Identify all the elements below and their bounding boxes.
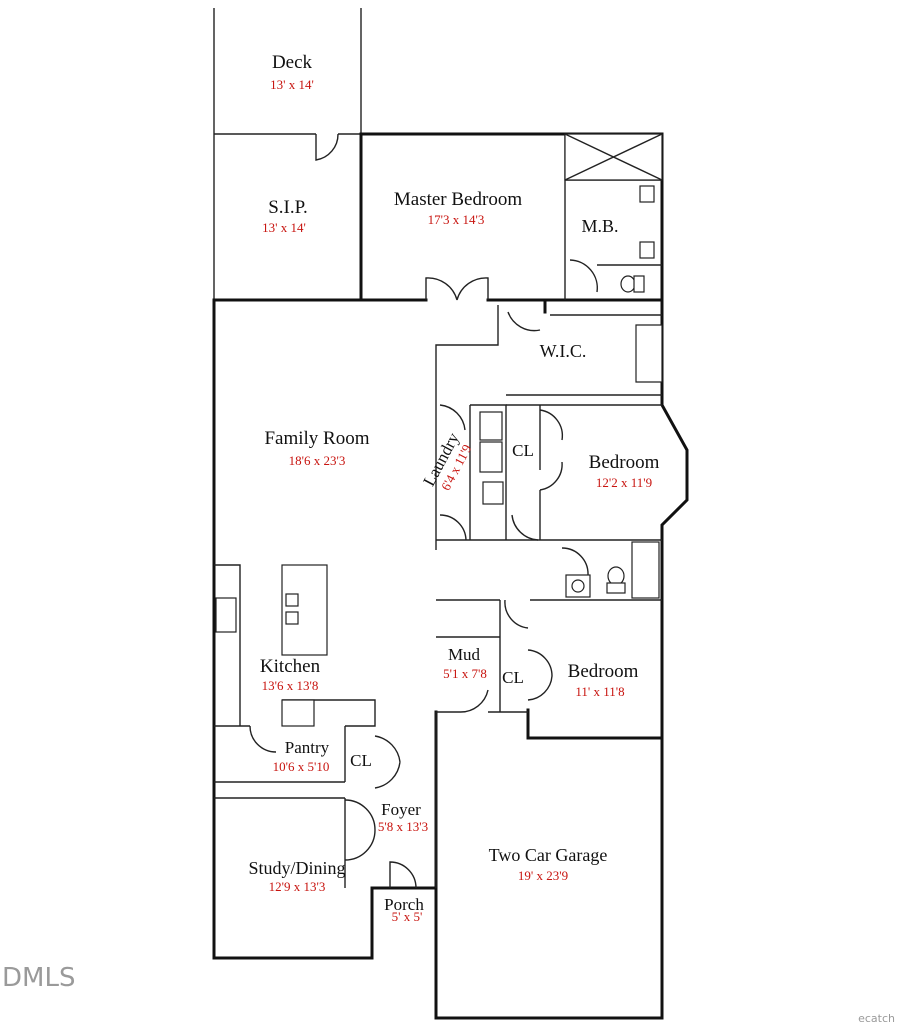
room-name: CL <box>512 441 534 460</box>
sink-icon <box>639 185 655 203</box>
watermark-text: ecatch <box>858 1012 895 1024</box>
room-bedroom-1: Bedroom 12'2 x 11'9 <box>589 452 660 490</box>
sink-icon <box>285 593 299 607</box>
toilet-icon <box>620 275 636 293</box>
room-dims: 13' x 14' <box>262 220 306 235</box>
watermark-logo: DMLS <box>2 963 75 993</box>
washer-icon <box>479 411 503 441</box>
room-name: Porch <box>384 895 424 914</box>
sink-icon <box>639 241 655 259</box>
room-dims: 18'6 x 23'3 <box>289 453 346 468</box>
room-dims: 11' x 11'8 <box>575 684 624 699</box>
room-closet: CL <box>502 668 524 687</box>
room-name: Study/Dining <box>248 858 345 878</box>
utility-sink-icon <box>482 481 504 505</box>
room-deck: Deck 13' x 14' <box>270 52 314 92</box>
room-study-dining: Study/Dining 12'9 x 13'3 <box>248 858 345 894</box>
room-porch: Porch 5' x 5' <box>384 895 424 924</box>
interior-walls <box>214 133 663 888</box>
room-name: Pantry <box>285 738 330 757</box>
room-foyer: Foyer 5'8 x 13'3 <box>378 800 428 834</box>
toilet-icon <box>607 566 625 586</box>
room-name: Deck <box>272 52 313 73</box>
room-dims: 13' x 14' <box>270 77 314 92</box>
room-kitchen: Kitchen 13'6 x 13'8 <box>260 656 321 693</box>
room-dims: 12'9 x 13'3 <box>269 879 326 894</box>
room-name: Master Bedroom <box>394 189 522 210</box>
room-dims: 5'1 x 7'8 <box>443 666 487 681</box>
room-family: Family Room 18'6 x 23'3 <box>264 428 369 468</box>
room-closet: CL <box>512 441 534 460</box>
room-closet: CL <box>350 751 372 770</box>
room-name: Foyer <box>381 800 421 819</box>
room-name: Bedroom <box>568 661 639 682</box>
room-name: Kitchen <box>260 656 321 677</box>
counter <box>281 699 315 727</box>
dryer-icon <box>479 441 503 473</box>
room-name: S.I.P. <box>268 197 308 218</box>
room-master-bedroom: Master Bedroom 17'3 x 14'3 <box>394 189 522 227</box>
room-name: W.I.C. <box>540 341 587 361</box>
fixtures <box>215 185 660 727</box>
bathtub-icon <box>631 541 660 599</box>
room-wic: W.I.C. <box>540 341 587 361</box>
room-dims: 5' x 5' <box>392 909 423 924</box>
room-sip: S.I.P. 13' x 14' <box>262 197 308 235</box>
door-swings <box>249 133 598 889</box>
room-name: Mud <box>448 645 481 664</box>
room-dims: 13'6 x 13'8 <box>262 678 319 693</box>
stove-icon <box>215 597 237 633</box>
room-mud: Mud 5'1 x 7'8 <box>443 645 487 681</box>
room-bedroom-2: Bedroom 11' x 11'8 <box>568 661 639 699</box>
room-dims: 10'6 x 5'10 <box>273 759 330 774</box>
room-pantry: Pantry 10'6 x 5'10 <box>273 738 330 774</box>
room-name: CL <box>502 668 524 687</box>
room-name: Bedroom <box>589 452 660 473</box>
room-mb: M.B. <box>581 216 618 236</box>
room-laundry: Laundry 6'4 x 11'9 <box>419 429 474 493</box>
room-name: Two Car Garage <box>489 845 608 865</box>
room-dims: 19' x 23'9 <box>518 868 568 883</box>
room-garage: Two Car Garage 19' x 23'9 <box>489 845 608 883</box>
room-dims: 17'3 x 14'3 <box>428 212 485 227</box>
room-dims: 5'8 x 13'3 <box>378 819 428 834</box>
room-dims: 12'2 x 11'9 <box>596 475 652 490</box>
room-name: M.B. <box>581 216 618 236</box>
kitchen-island <box>281 564 328 656</box>
room-name: CL <box>350 751 372 770</box>
room-name: Family Room <box>264 428 369 449</box>
